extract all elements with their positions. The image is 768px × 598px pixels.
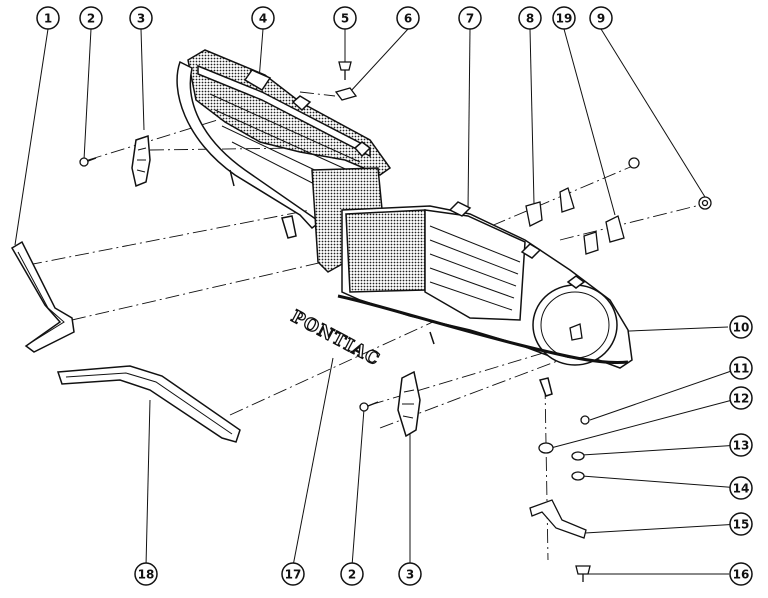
callout-circle: [251, 6, 275, 30]
washer-14: [571, 471, 585, 481]
nut-11: [580, 415, 590, 425]
callout-circle: [729, 386, 753, 410]
callout-circle: [729, 315, 753, 339]
bracket-upper: [131, 134, 151, 188]
callout-17: 17: [281, 562, 305, 586]
callout-label: 3: [406, 568, 414, 582]
callout-label: 8: [526, 12, 534, 26]
callout-3: 3: [129, 6, 153, 30]
nut-9: [628, 157, 712, 210]
callout-3: 3: [398, 562, 422, 586]
callout-circle: [552, 6, 576, 30]
callout-2: 2: [340, 562, 364, 586]
screw-lower: [359, 401, 379, 412]
callout-label: 3: [137, 12, 145, 26]
callout-label: 2: [348, 568, 356, 582]
lower-bar-center: [56, 365, 241, 443]
callout-label: 4: [259, 12, 267, 26]
callout-label: 7: [466, 12, 474, 26]
lower-bar-left: [10, 240, 75, 353]
callout-label: 9: [597, 12, 605, 26]
callout-8: 8: [518, 6, 542, 30]
callout-circle: [729, 433, 753, 457]
nut-12: [538, 442, 554, 454]
callout-circle: [398, 562, 422, 586]
callout-circle: [36, 6, 60, 30]
bracket-15: [529, 499, 587, 539]
callout-11: 11: [729, 356, 753, 380]
clip-upper-8: [525, 187, 599, 255]
callout-5: 5: [333, 6, 357, 30]
bracket-lower: [397, 370, 421, 438]
bolt-top: [338, 61, 352, 80]
callout-circle: [729, 476, 753, 500]
emblem-17: PONTIAC: [287, 306, 384, 371]
callout-label: 17: [285, 568, 302, 582]
callout-label: 2: [87, 12, 95, 26]
callout-7: 7: [458, 6, 482, 30]
callout-label: 12: [733, 392, 750, 406]
callout-circle: [589, 6, 613, 30]
callout-circle: [281, 562, 305, 586]
grille-housing-left: [176, 49, 392, 239]
callout-circle: [79, 6, 103, 30]
callout-circle: [518, 6, 542, 30]
callout-circle: [729, 512, 753, 536]
callout-12: 12: [729, 386, 753, 410]
callout-label: 10: [733, 321, 750, 335]
callout-label: 11: [733, 362, 750, 376]
callout-label: 18: [138, 568, 155, 582]
callout-circle: [129, 6, 153, 30]
callout-label: 13: [733, 439, 750, 453]
callout-10: 10: [729, 315, 753, 339]
callout-13: 13: [729, 433, 753, 457]
callout-circle: [134, 562, 158, 586]
callout-circle: [340, 562, 364, 586]
callout-4: 4: [251, 6, 275, 30]
callout-label: 15: [733, 518, 750, 532]
callout-19: 19: [552, 6, 576, 30]
callout-16: 16: [729, 562, 753, 586]
callout-15: 15: [729, 512, 753, 536]
screw-upper: [79, 157, 97, 167]
callout-1: 1: [36, 6, 60, 30]
callout-label: 6: [404, 12, 412, 26]
callout-6: 6: [396, 6, 420, 30]
callout-circle: [729, 356, 753, 380]
callout-circle: [396, 6, 420, 30]
clip-top: [334, 87, 358, 101]
hardware-stack: [529, 415, 591, 582]
callout-circle: [729, 562, 753, 586]
washer-13: [571, 451, 585, 461]
callout-14: 14: [729, 476, 753, 500]
callout-circle: [458, 6, 482, 30]
leader-lines: [14, 28, 741, 575]
callout-circle: [333, 6, 357, 30]
bolt-16: [575, 565, 591, 575]
grille-housing-right: [337, 201, 633, 397]
callout-label: 5: [341, 12, 349, 26]
callout-9: 9: [589, 6, 613, 30]
callout-label: 19: [556, 12, 573, 26]
bracket-19: [605, 215, 625, 243]
callout-label: 1: [44, 12, 52, 26]
clip-10: [569, 323, 583, 341]
callout-18: 18: [134, 562, 158, 586]
emblem-text: PONTIAC: [288, 307, 383, 370]
callout-2: 2: [79, 6, 103, 30]
callout-label: 16: [733, 568, 750, 582]
callout-label: 14: [733, 482, 750, 496]
